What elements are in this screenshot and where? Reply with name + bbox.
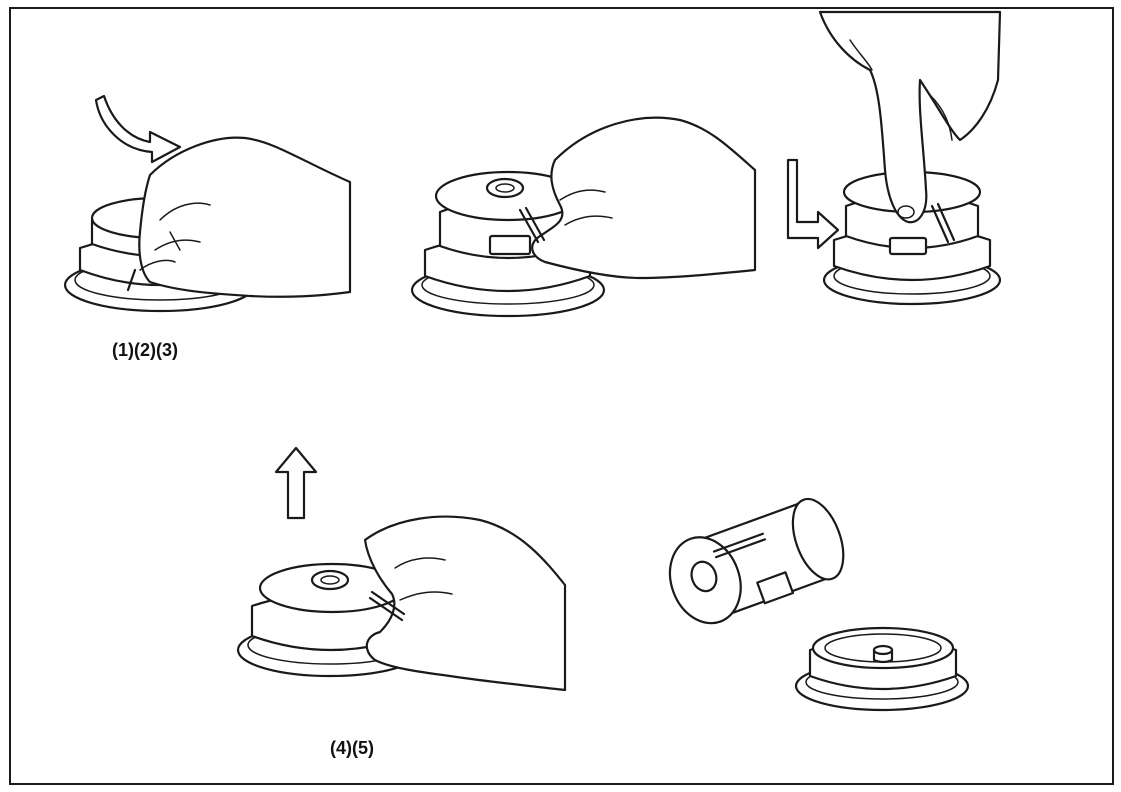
down-right-arrow-icon bbox=[786, 158, 840, 250]
step-label-4-5: (4)(5) bbox=[330, 738, 374, 758]
panel-1-grip-spool bbox=[63, 94, 352, 313]
panel-4-lift-spool bbox=[236, 446, 567, 692]
panel-2-pull-pin bbox=[410, 116, 757, 318]
step-label-1-2-3: (1)(2)(3) bbox=[112, 340, 178, 360]
curved-rotate-arrow-icon bbox=[94, 94, 182, 164]
panel-5-separated-parts bbox=[668, 497, 970, 712]
up-arrow-icon bbox=[274, 446, 318, 520]
panel-3-press-down bbox=[786, 10, 1002, 306]
